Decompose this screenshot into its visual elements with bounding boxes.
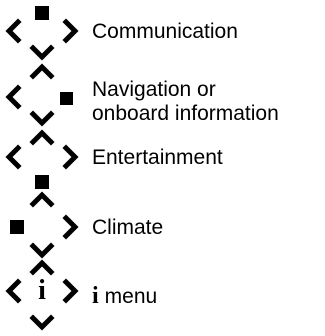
legend-label-navigation: Navigation or onboard information xyxy=(92,78,279,126)
controller-square-up-icon xyxy=(4,4,84,72)
legend-label-entertainment: Entertainment xyxy=(92,146,223,169)
legend-label-menu-text: menu xyxy=(104,285,158,308)
legend-row-communication: Communication xyxy=(0,4,325,66)
legend-row-climate: Climate xyxy=(0,190,325,260)
controller-center-info-glyph: i xyxy=(38,275,46,306)
legend-row-info-menu: i i menu xyxy=(0,258,325,336)
legend-label-navigation-line2: onboard information xyxy=(92,102,279,125)
controller-square-left-icon xyxy=(4,190,84,260)
info-i-glyph: i xyxy=(92,283,99,309)
legend-label-info-menu: i menu xyxy=(92,284,157,309)
legend-row-entertainment: Entertainment xyxy=(0,128,325,192)
legend-row-navigation: Navigation or onboard information xyxy=(0,56,325,128)
legend-label-communication: Communication xyxy=(92,20,238,43)
legend-label-navigation-line1: Navigation or xyxy=(92,78,216,101)
legend-label-climate: Climate xyxy=(92,216,164,239)
controller-square-down-icon xyxy=(4,128,84,192)
controller-square-right-icon xyxy=(4,56,84,128)
controller-info-center-icon: i xyxy=(4,258,84,336)
